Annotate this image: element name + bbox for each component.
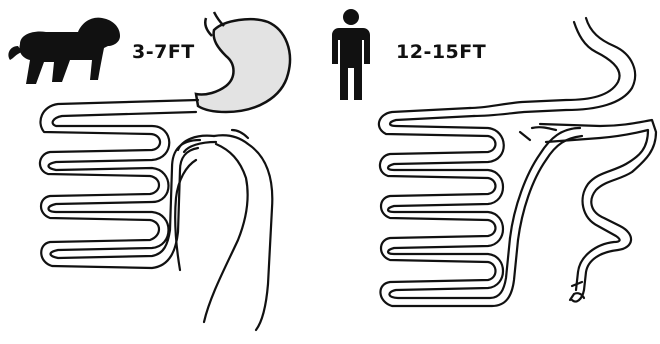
human-large-intestine (520, 120, 656, 302)
human-small-intestine (379, 108, 582, 306)
human-stomach (470, 18, 635, 116)
human-figure-icon (332, 9, 370, 100)
dog-stomach (196, 12, 290, 112)
human-panel (332, 9, 656, 306)
dog-small-intestine (40, 100, 216, 268)
dog-large-intestine (175, 130, 272, 330)
human-intestine-length-label: 12-15FT (396, 41, 486, 63)
dog-silhouette-icon (8, 18, 120, 84)
dog-intestine-length-label: 3-7FT (132, 41, 195, 63)
